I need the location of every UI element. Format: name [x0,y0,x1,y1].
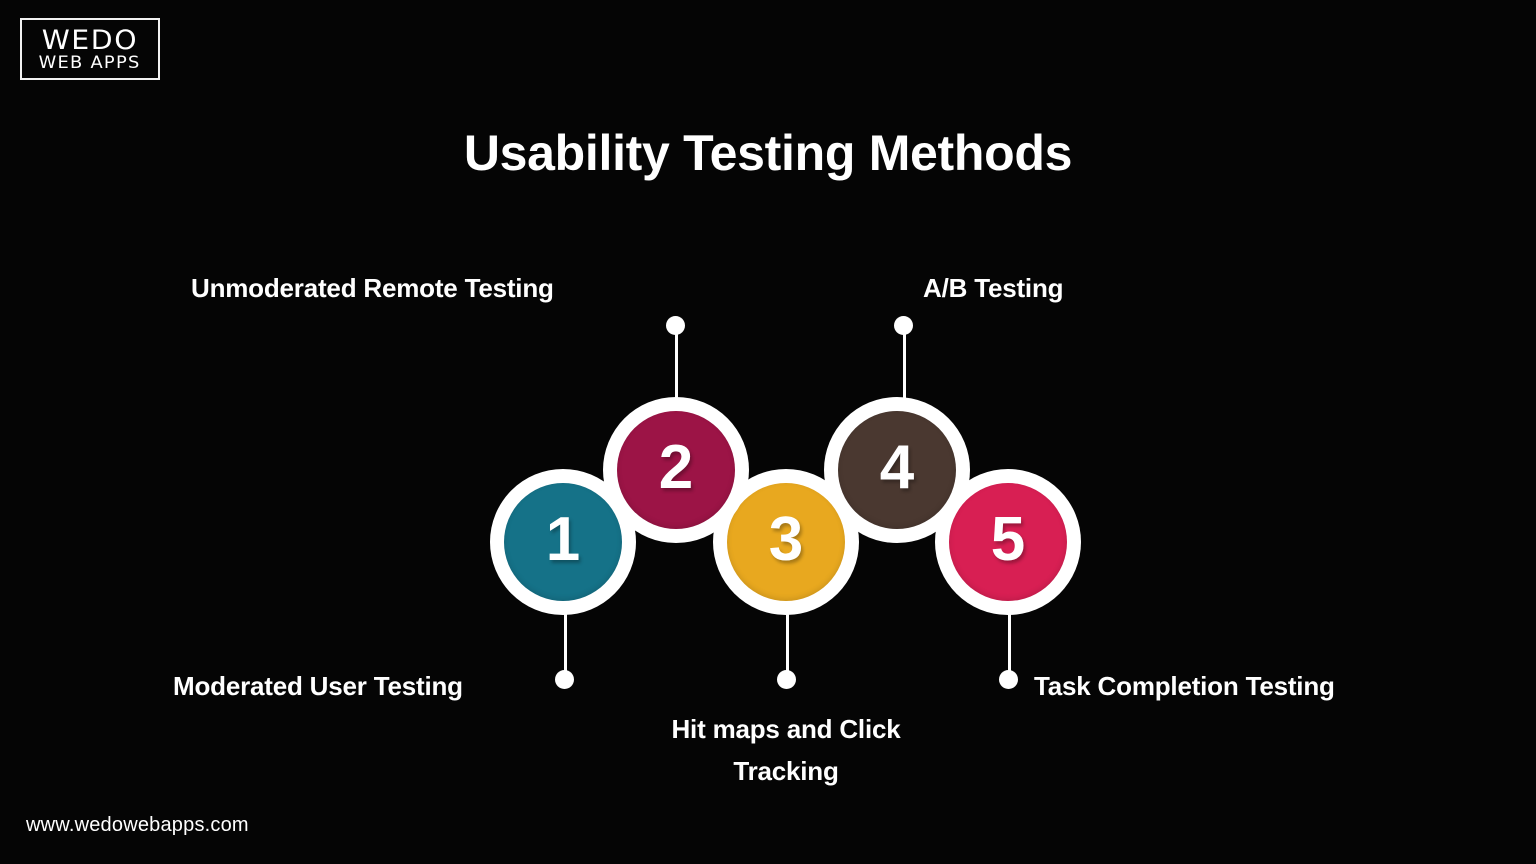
connector-dot-step-1 [555,670,574,689]
connector-dot-step-2 [666,316,685,335]
connector-line-step-2 [675,326,678,406]
step-disc-4: 4 [838,411,956,529]
page-title: Usability Testing Methods [463,125,1073,181]
step-label-5: Task Completion Testing [1034,671,1335,701]
website-url[interactable]: www.wedowebapps.com [26,814,249,836]
step-node-2[interactable]: 2 [603,397,749,543]
step-number-3: 3 [768,505,804,574]
connector-line-step-1 [564,607,567,682]
connector-dot-step-3 [777,670,796,689]
step-label-4: A/B Testing [923,273,1064,303]
step-number-1: 1 [545,505,581,574]
step-node-4[interactable]: 4 [824,397,970,543]
connector-line-step-3 [786,607,789,682]
step-disc-3: 3 [727,483,845,601]
step-number-2: 2 [658,433,694,502]
step-label-3: Hit maps and Click Tracking [671,714,901,786]
connector-dot-step-4 [894,316,913,335]
step-node-1[interactable]: 1 [490,469,636,615]
connector-line-step-4 [903,326,906,406]
logo-primary-text: WEDO [41,24,139,56]
step-label-1: Moderated User Testing [173,671,463,701]
wedo-web-apps-logo: WEDO WEB APPS [20,18,160,80]
connector-dot-step-5 [999,670,1018,689]
step-number-4: 4 [879,433,915,502]
step-number-5: 5 [990,505,1026,574]
connector-line-step-5 [1008,607,1011,682]
step-label-2: Unmoderated Remote Testing [191,273,554,303]
step-disc-2: 2 [617,411,735,529]
step-disc-1: 1 [504,483,622,601]
step-node-5[interactable]: 5 [935,469,1081,615]
step-disc-5: 5 [949,483,1067,601]
logo-secondary-text: WEB APPS [38,52,141,73]
